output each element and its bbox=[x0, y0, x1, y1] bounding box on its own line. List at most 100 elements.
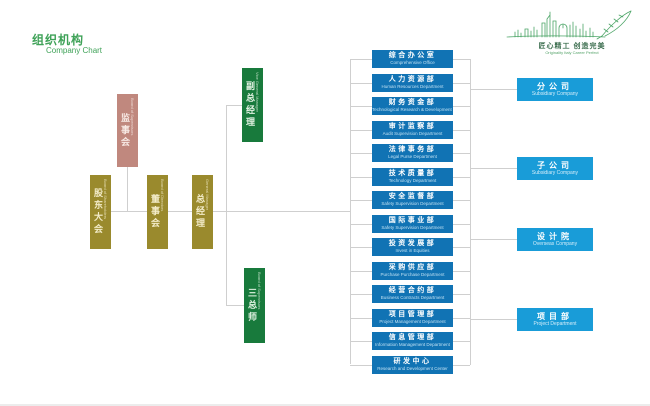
connector-line bbox=[453, 294, 470, 295]
branch-name-en: Overseas Company bbox=[532, 240, 578, 247]
governance-box-directors: 董事会 Board of Directors bbox=[147, 175, 168, 249]
department-box: 研发中心 Research and Development Center bbox=[372, 355, 453, 374]
connector-line bbox=[470, 239, 517, 240]
department-name-zh: 安全监督部 bbox=[388, 193, 437, 200]
department-box: 信息管理部 Information Management Department bbox=[372, 332, 453, 350]
governance-box-chief-engineers: 三总师 Board of Supervisors bbox=[244, 268, 265, 343]
connector-line bbox=[226, 105, 242, 106]
department-box: 技术质量部 Technology Department bbox=[372, 167, 453, 186]
governance-label-zh: 股东大会 bbox=[93, 188, 103, 236]
connector-line bbox=[453, 365, 470, 366]
governance-label-zh: 副总经理 bbox=[245, 81, 255, 129]
department-name-en: Technological Research & Development Cen… bbox=[372, 107, 453, 112]
branch-name-zh: 项目部 bbox=[537, 311, 573, 321]
branch-name-en: Subsidiary Company bbox=[531, 90, 579, 97]
department-name-zh: 国际事业部 bbox=[388, 216, 437, 224]
governance-box-supervisors: 监事会 Board of Supervisors bbox=[117, 94, 138, 167]
governance-box-shareholders: 股东大会 Board of Shareholders bbox=[90, 175, 111, 249]
branch-box: 项目部 Project Department bbox=[517, 308, 593, 331]
company-logo: 匠心精工 创造完美 Originality Italy Career Perfe… bbox=[503, 8, 641, 60]
branch-name-en: Project Department bbox=[533, 320, 577, 327]
connector-line bbox=[226, 105, 227, 305]
department-box: 采购供应部 Purchase Purchase Department bbox=[372, 261, 453, 280]
governance-box-vice-general-manager: 副总经理 Vice General Manager bbox=[242, 68, 263, 142]
department-name-zh: 审计监察部 bbox=[388, 122, 437, 130]
logo-slogan-zh: 匠心精工 创造完美 bbox=[538, 43, 606, 50]
connector-line bbox=[350, 271, 372, 272]
department-box: 审计监察部 Audit Supervision Department bbox=[372, 120, 453, 139]
page-title: 组织机构 bbox=[32, 33, 85, 47]
governance-label-zh: 监事会 bbox=[120, 112, 130, 149]
department-name-zh: 综合办公室 bbox=[388, 52, 437, 59]
connector-line bbox=[453, 271, 470, 272]
department-name-en: Legal Purse Department bbox=[388, 154, 437, 159]
connector-line bbox=[453, 177, 470, 178]
branch-name-en: Subsidiary Company bbox=[531, 169, 579, 176]
connector-line bbox=[350, 247, 372, 248]
logo-slogan-en: Originality Italy Career Perfect bbox=[545, 50, 599, 55]
department-name-zh: 项目管理部 bbox=[388, 310, 437, 318]
governance-label-en: Board of Directors bbox=[160, 179, 165, 212]
connector-line bbox=[453, 130, 470, 131]
page-subtitle: Company Chart bbox=[46, 46, 103, 55]
governance-label-en: Board of Shareholders bbox=[103, 179, 108, 220]
connector-line bbox=[453, 318, 470, 319]
connector-line bbox=[453, 83, 470, 84]
department-box: 法律事务部 Legal Purse Department bbox=[372, 144, 453, 162]
department-box: 财务资金部 Technological Research & Developme… bbox=[372, 97, 453, 115]
department-box: 投资发展部 Invest in Equities bbox=[372, 238, 453, 256]
branch-box: 子公司 Subsidiary Company bbox=[517, 157, 593, 180]
department-name-zh: 经营合约部 bbox=[388, 287, 437, 294]
branch-name-zh: 分公司 bbox=[537, 81, 573, 91]
connector-line bbox=[127, 167, 128, 211]
city-skyline-and-quill-icon bbox=[506, 10, 632, 40]
connector-line bbox=[453, 247, 470, 248]
department-name-en: Project Management Department bbox=[379, 318, 446, 324]
department-name-en: Comprehensive Office bbox=[390, 60, 435, 65]
department-name-en: Technology Department bbox=[388, 177, 437, 183]
department-box: 国际事业部 Safety Supervision Department bbox=[372, 214, 453, 233]
department-name-en: Human Resources Department bbox=[381, 83, 444, 89]
governance-label-en: General Manager bbox=[205, 179, 210, 211]
branch-name-zh: 设计院 bbox=[537, 231, 573, 241]
department-name-zh: 技术质量部 bbox=[388, 169, 437, 177]
department-name-zh: 人力资源部 bbox=[388, 75, 437, 83]
department-box: 人力资源部 Human Resources Department bbox=[372, 73, 453, 92]
department-box: 安全监督部 Safety Supervision Department bbox=[372, 191, 453, 209]
department-box: 经营合约部 Business Contracts Department bbox=[372, 285, 453, 303]
department-name-zh: 财务资金部 bbox=[388, 99, 437, 106]
connector-line bbox=[350, 59, 372, 60]
governance-label-en: Vice General Manager bbox=[255, 72, 260, 112]
governance-label-zh: 总经理 bbox=[195, 194, 205, 230]
connector-line bbox=[453, 200, 470, 201]
department-name-en: Information Management Department bbox=[375, 342, 450, 347]
department-name-zh: 投资发展部 bbox=[388, 240, 437, 247]
connector-line bbox=[470, 59, 471, 365]
department-name-en: Invest in Equities bbox=[395, 248, 430, 253]
connector-line bbox=[350, 130, 372, 131]
connector-line bbox=[470, 319, 517, 320]
connector-line bbox=[350, 153, 372, 154]
branch-box: 分公司 Subsidiary Company bbox=[517, 78, 593, 101]
department-name-en: Safety Supervision Department bbox=[381, 201, 444, 206]
connector-line bbox=[350, 83, 372, 84]
connector-line bbox=[350, 106, 372, 107]
governance-label-en: Board of Supervisors bbox=[257, 272, 262, 310]
department-name-zh: 研发中心 bbox=[393, 357, 432, 365]
department-name-zh: 信息管理部 bbox=[388, 334, 437, 341]
connector-line bbox=[470, 168, 517, 169]
connector-line bbox=[453, 106, 470, 107]
department-name-en: Purchase Purchase Department bbox=[380, 271, 445, 277]
branch-name-zh: 子公司 bbox=[537, 160, 573, 170]
department-name-en: Safety Supervision Department bbox=[381, 224, 444, 230]
connector-line bbox=[350, 59, 351, 364]
connector-line bbox=[350, 365, 372, 366]
connector-line bbox=[350, 224, 372, 225]
department-box: 综合办公室 Comprehensive Office bbox=[372, 50, 453, 68]
department-name-zh: 采购供应部 bbox=[388, 263, 437, 271]
governance-label-zh: 三总师 bbox=[247, 287, 257, 324]
branch-box: 设计院 Overseas Company bbox=[517, 228, 593, 251]
department-box: 项目管理部 Project Management Department bbox=[372, 308, 453, 327]
connector-line bbox=[350, 294, 372, 295]
